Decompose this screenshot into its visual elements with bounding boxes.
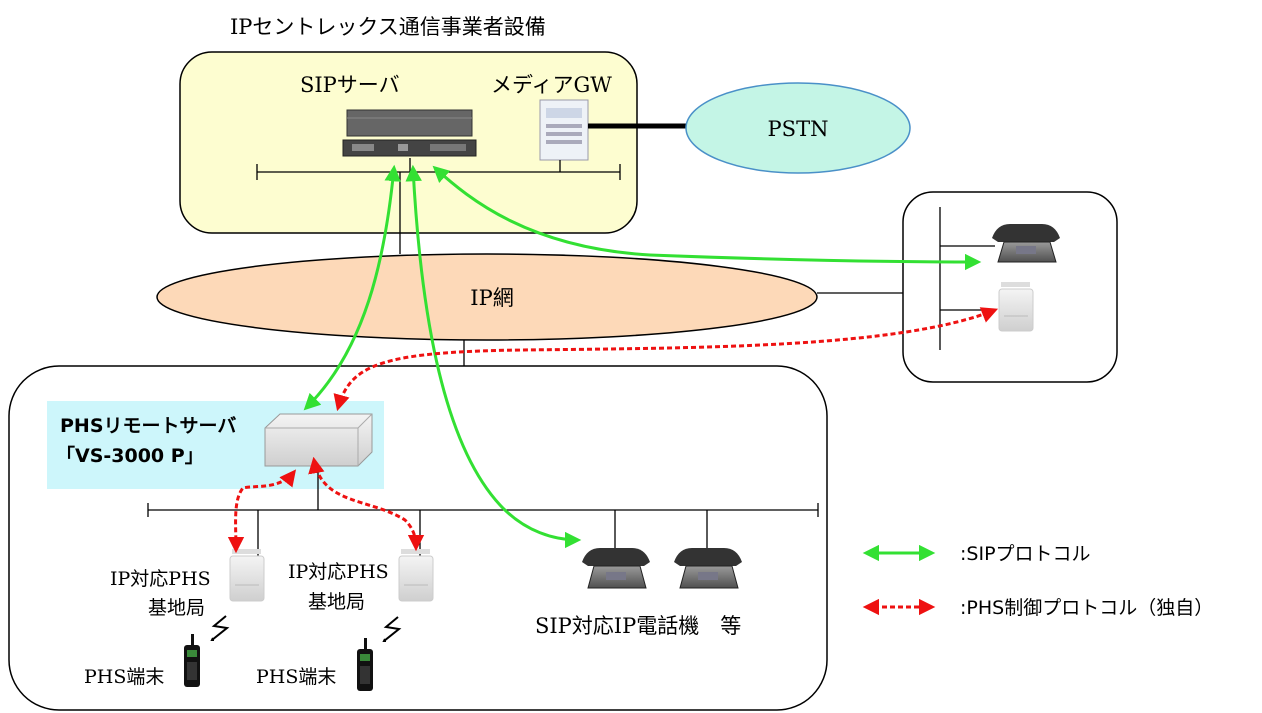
phs-terminal-1-label: PHS端末 bbox=[84, 666, 164, 688]
pstn-label: PSTN bbox=[768, 117, 829, 141]
ip-network-label: IP網 bbox=[470, 286, 513, 310]
base-station-2-label-line2: 基地局 bbox=[308, 591, 365, 613]
base-station-1-label-line2: 基地局 bbox=[148, 597, 205, 619]
media-gateway-icon bbox=[539, 99, 589, 161]
radio-wave-icon bbox=[382, 616, 402, 642]
desk-phone-icon bbox=[674, 548, 742, 589]
phs-protocol-arrows bbox=[227, 307, 999, 554]
sip-protocol-arrows bbox=[303, 164, 982, 549]
base-station-icon bbox=[229, 549, 265, 602]
desk-phone-icon bbox=[582, 548, 650, 589]
carrier-facility-title: IPセントレックス通信事業者設備 bbox=[230, 15, 546, 39]
phs-arrow-server-to-bs1 bbox=[227, 469, 297, 554]
sip-phones-label: SIP対応IP電話機 等 bbox=[535, 614, 741, 638]
desk-phone-icon bbox=[992, 224, 1060, 263]
sip-server-label: SIPサーバ bbox=[300, 73, 400, 97]
phs-handset-icon bbox=[357, 638, 373, 691]
radio-wave-icon bbox=[210, 615, 230, 641]
phs-server-label: PHSリモートサーバ bbox=[60, 415, 236, 437]
phs-handset-icon bbox=[184, 634, 200, 687]
phs-terminal-2-label: PHS端末 bbox=[256, 666, 336, 688]
media-gw-label: メディアGW bbox=[491, 73, 612, 97]
legend-sip-label: :SIPプロトコル bbox=[960, 543, 1091, 565]
base-station-icon bbox=[398, 549, 434, 602]
sip-arrow-server-to-remote-phone bbox=[432, 165, 982, 271]
legend-phs-label: :PHS制御プロトコル（独自） bbox=[960, 597, 1213, 619]
phs-server-model: 「VS-3000 P」 bbox=[56, 444, 204, 467]
sip-arrow-server-to-ipphones bbox=[405, 164, 582, 549]
phs-remote-server-icon bbox=[264, 413, 373, 467]
phs-arrow-server-to-remote-bs bbox=[333, 307, 999, 412]
server-icon bbox=[342, 109, 477, 157]
phs-arrow-server-to-bs2 bbox=[308, 456, 425, 552]
base-station-2-label-line1: IP対応PHS bbox=[288, 561, 389, 583]
base-station-icon bbox=[998, 282, 1034, 332]
base-station-1-label-line1: IP対応PHS bbox=[110, 568, 211, 590]
legend: :SIPプロトコル :PHS制御プロトコル（独自） bbox=[862, 543, 1213, 619]
sip-arrow-server-to-phs bbox=[303, 164, 401, 411]
